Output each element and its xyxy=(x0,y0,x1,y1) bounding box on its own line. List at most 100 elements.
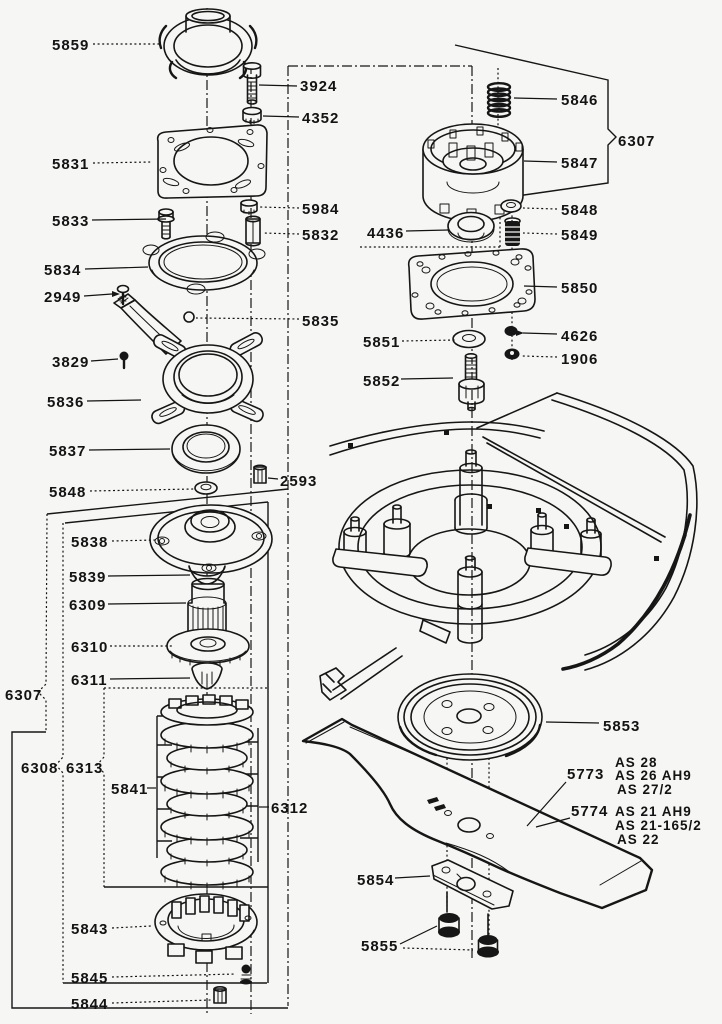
leader-2593 xyxy=(267,477,279,480)
part-label-6307-right: 6307 xyxy=(618,133,655,150)
part-1906-drawing xyxy=(504,348,520,360)
part-label-5843: 5843 xyxy=(71,921,108,938)
leader-5852 xyxy=(400,377,454,380)
part-label-6311: 6311 xyxy=(71,672,108,689)
label-layer: 5859392443525831583359845832583429495835… xyxy=(5,37,702,1013)
deck-peak-line xyxy=(476,392,558,429)
deck-chute-edge xyxy=(332,647,403,700)
disc xyxy=(166,837,248,867)
part-label-5833: 5833 xyxy=(52,213,89,230)
part-2949-drawing xyxy=(116,284,130,306)
part-label-5837: 5837 xyxy=(49,443,86,460)
part-label-1906: 1906 xyxy=(561,351,598,368)
part-5854-drawing xyxy=(431,859,514,910)
part-label-5847: 5847 xyxy=(561,155,598,172)
leader-5854 xyxy=(394,875,431,879)
part-label-3924: 3924 xyxy=(300,78,337,95)
part-6310-drawing xyxy=(166,628,250,668)
part-5852-drawing xyxy=(458,352,485,412)
deck-band-bottom xyxy=(329,428,541,456)
deck-post-left-pair xyxy=(332,504,428,577)
frame-slant-outer xyxy=(46,488,289,515)
part-label-5845: 5845 xyxy=(71,970,108,987)
leader-5831 xyxy=(92,161,152,164)
deck-rivet-marks xyxy=(348,430,659,561)
part-label-5853: 5853 xyxy=(603,718,640,735)
part-label-5839: 5839 xyxy=(69,569,106,586)
arrowhead-2949 xyxy=(112,291,120,297)
part-5838-drawing xyxy=(149,504,273,574)
part-4626-drawing xyxy=(504,326,518,336)
mower-deck-drawing xyxy=(319,392,698,877)
leader-5849 xyxy=(522,232,558,235)
part-5843-drawing xyxy=(154,893,258,964)
part-label-3829: 3829 xyxy=(52,354,89,371)
leader-5845 xyxy=(111,973,237,978)
part-5846-drawing xyxy=(486,81,512,118)
leader-5853 xyxy=(545,721,600,724)
deck-pan-inner xyxy=(357,484,583,610)
bracket-6307-left xyxy=(37,513,48,732)
part-3924-drawing xyxy=(242,61,262,105)
part-5833-drawing xyxy=(157,208,175,240)
deck-chute-clip xyxy=(319,667,347,701)
deck-post-lower-center xyxy=(457,555,483,644)
part-label-5832: 5832 xyxy=(302,227,339,244)
leader-5984 xyxy=(258,206,300,209)
part-label-5836: 5836 xyxy=(47,394,84,411)
part-label-5841: 5841 xyxy=(111,781,148,798)
part-label-5844: 5844 xyxy=(71,996,108,1013)
deck-post-right-pair xyxy=(524,512,612,576)
leader-5837 xyxy=(88,448,171,451)
leader-3924 xyxy=(258,84,298,87)
part-5831-drawing xyxy=(156,124,268,199)
frame-outer-left xyxy=(11,731,288,1009)
leader-5855 xyxy=(399,925,438,945)
deck-skirt-thick xyxy=(561,513,692,671)
leader-5774 xyxy=(535,817,571,828)
leader-6309 xyxy=(107,602,187,605)
part-6311-drawing xyxy=(191,662,223,690)
bracket-6312 xyxy=(240,728,259,862)
bracket-6308 xyxy=(55,523,64,983)
part-4436-drawing xyxy=(447,211,495,243)
part-label-as-22: AS 22 xyxy=(617,832,660,847)
part-5841-6312-disc-stack xyxy=(160,694,254,891)
part-4352-drawing xyxy=(242,106,262,124)
leader-5834 xyxy=(84,266,149,270)
part-label-5852: 5852 xyxy=(363,373,400,390)
deck-post-upper-center xyxy=(454,449,488,535)
deck-rail-1 xyxy=(482,436,666,538)
leader-5835 xyxy=(195,317,300,320)
part-5859-drawing xyxy=(158,8,258,80)
part-label-as-28: AS 28 xyxy=(615,755,658,770)
leader-5855-1 xyxy=(402,947,474,951)
leader-4436 xyxy=(405,229,449,232)
part-label-6308: 6308 xyxy=(21,760,58,777)
bracket-6313 xyxy=(96,688,105,887)
disc xyxy=(160,721,254,754)
part-label-4626: 4626 xyxy=(561,328,598,345)
part-label-5849: 5849 xyxy=(561,227,598,244)
leader-5836 xyxy=(86,399,142,402)
leader-6311 xyxy=(109,677,191,680)
leader-5847 xyxy=(523,160,558,163)
part-label-as-21-165-2: AS 21-165/2 xyxy=(615,818,702,833)
part-label-5831: 5831 xyxy=(52,156,89,173)
part-label-6309: 6309 xyxy=(69,597,106,614)
leader-5851 xyxy=(401,339,457,342)
part-label-6310: 6310 xyxy=(71,639,108,656)
part-label-5774: 5774 xyxy=(571,803,608,820)
part-5849-drawing xyxy=(504,217,521,246)
part-5853-drawing xyxy=(397,673,543,761)
part-label-5838: 5838 xyxy=(71,534,108,551)
deck-band-top xyxy=(329,421,545,447)
part-5984-drawing xyxy=(240,199,258,215)
part-5834-drawing xyxy=(142,231,266,295)
leader-1906 xyxy=(521,355,558,358)
bracket-6307-right xyxy=(454,44,617,198)
part-label-5773: 5773 xyxy=(567,766,604,783)
part-blade-drawing xyxy=(301,717,654,910)
